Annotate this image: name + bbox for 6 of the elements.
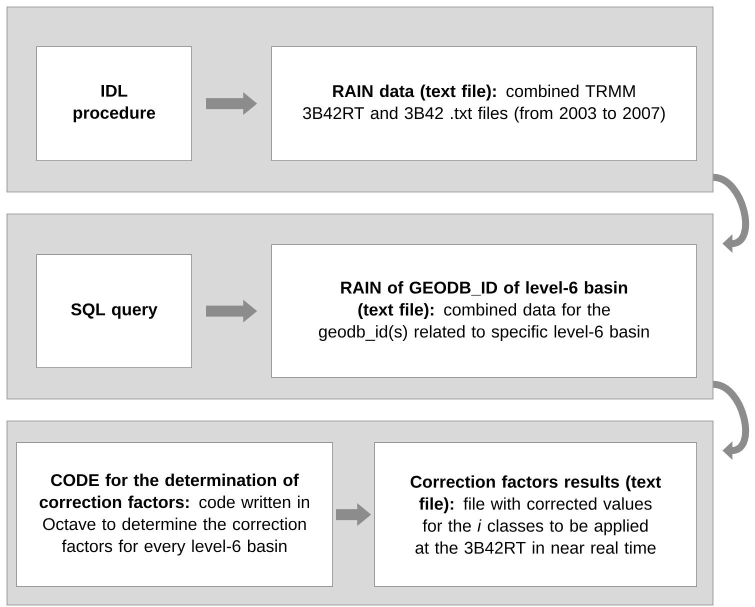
process-box: CODE for the determination of correction factors: code written in Octave to determine the correction factors for every level-6 basin: [16, 442, 333, 587]
process-box: Correction factors results (text file): file with corrected values for the i classes to be applied at the 3B42RT in near real time: [374, 442, 697, 587]
process-box: SQL query: [36, 254, 192, 368]
process-box: RAIN of GEODB_ID of level-6 basin (text file): combined data for the geodb_id(s) related to specific level-6 basin: [271, 244, 697, 378]
process-box: IDL procedure: [36, 46, 192, 161]
process-box: RAIN data (text file): combined TRMM 3B42RT and 3B42 .txt files (from 2003 to 2007): [271, 46, 697, 161]
